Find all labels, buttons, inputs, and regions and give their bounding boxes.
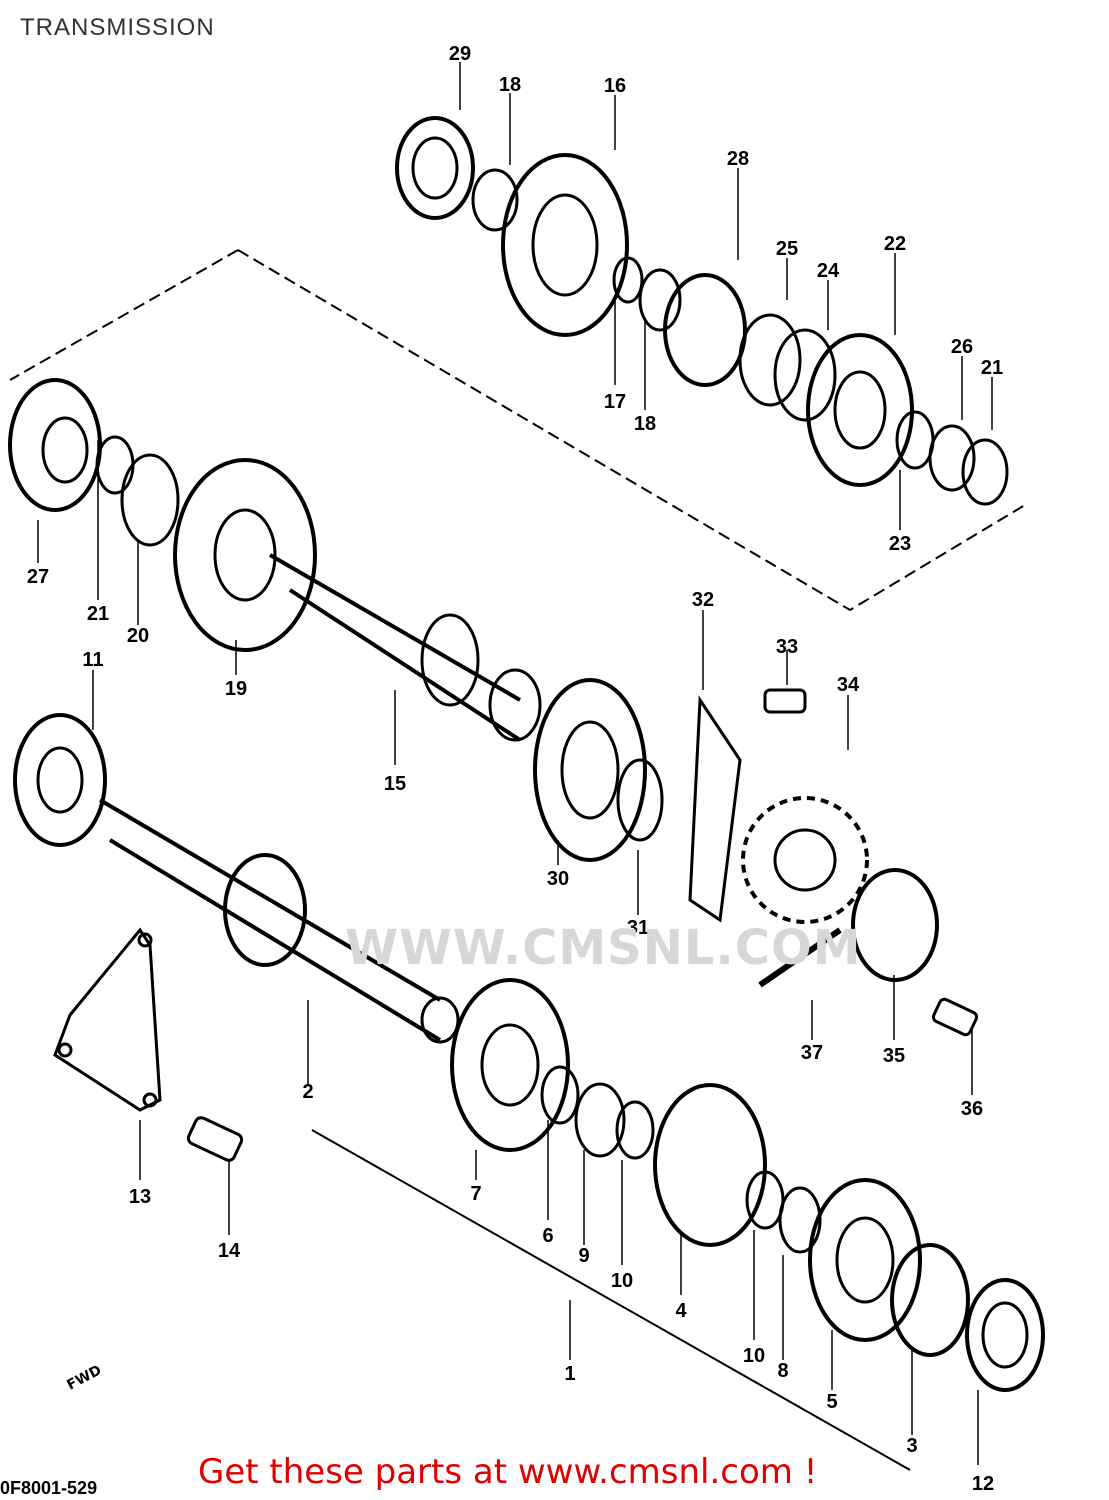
page-title: TRANSMISSION [20, 14, 215, 41]
part-number: 31 [627, 917, 649, 939]
upper-gear-train [395, 116, 1009, 506]
part-number: 27 [27, 566, 49, 588]
part-number: 16 [604, 75, 626, 97]
part-number-labels: 29 18 16 28 25 24 22 26 21 17 18 23 27 2… [27, 43, 1003, 1495]
part-number: 10 [611, 1270, 633, 1292]
part-number: 13 [129, 1186, 151, 1208]
part-number: 14 [218, 1240, 241, 1262]
part-number: 21 [981, 357, 1003, 379]
part-number: 30 [547, 868, 569, 890]
part-number: 33 [776, 636, 798, 658]
part-number: 18 [499, 74, 521, 96]
part-number: 8 [777, 1360, 788, 1382]
part-number: 12 [972, 1473, 994, 1495]
part-number: 23 [889, 533, 911, 555]
part-number: 25 [776, 238, 798, 260]
part-number: 35 [883, 1045, 905, 1067]
part-number: 17 [604, 391, 626, 413]
part-number: 15 [384, 773, 406, 795]
mainshaft-train [13, 713, 1045, 1392]
part-number: 28 [727, 148, 749, 170]
part-number: 4 [675, 1300, 687, 1322]
part-number: 3 [906, 1435, 917, 1457]
watermark: WWW.CMSNL.COM [345, 920, 862, 976]
part-number: 21 [87, 603, 109, 625]
part-number: 29 [449, 43, 471, 65]
part-number: 19 [225, 678, 247, 700]
part-number: 11 [82, 649, 103, 671]
sprocket-group [688, 688, 979, 1037]
part-number: 6 [542, 1225, 553, 1247]
part-number: 1 [564, 1363, 575, 1385]
part-number: 18 [634, 413, 656, 435]
part-number: 2 [302, 1081, 313, 1103]
part-number: 9 [578, 1245, 589, 1267]
mainshaft-group-box [311, 1129, 911, 1471]
part-number: 24 [817, 260, 840, 282]
part-number: 20 [127, 625, 149, 647]
footer-link[interactable]: Get these parts at www.cmsnl.com ! [198, 1452, 818, 1492]
part-number: 37 [801, 1042, 823, 1064]
part-number: 7 [470, 1183, 481, 1205]
countershaft-train [8, 378, 664, 862]
part-number: 26 [951, 336, 973, 358]
lock-plate-and-bolt [53, 927, 244, 1162]
leader-lines [37, 62, 993, 1465]
part-number: 32 [692, 589, 714, 611]
part-number: 5 [826, 1391, 837, 1413]
countershaft-group-box [9, 249, 1026, 612]
part-number: 10 [743, 1345, 765, 1367]
part-number: 34 [837, 674, 860, 696]
part-number: 22 [884, 233, 906, 255]
part-number: 36 [961, 1098, 983, 1120]
drawing-code: 0F8001-529 [0, 1478, 98, 1498]
